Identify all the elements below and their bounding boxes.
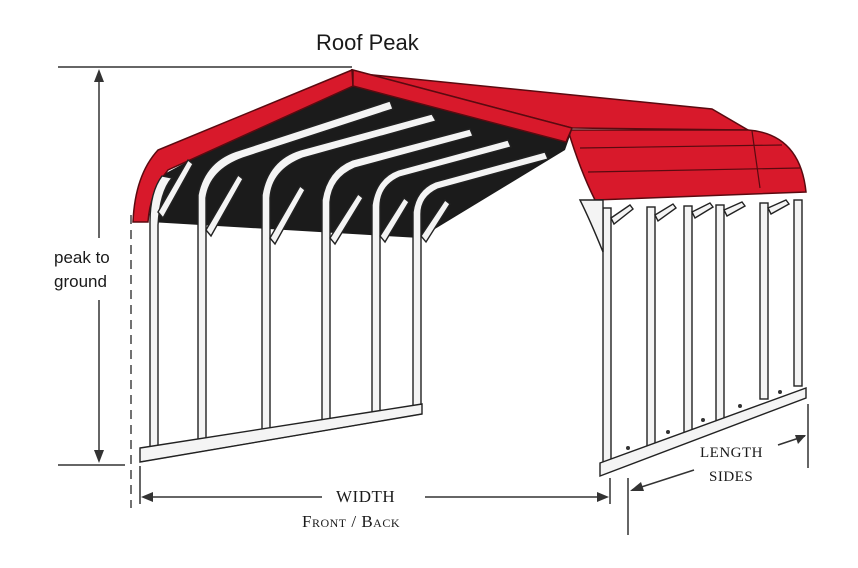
peak-to-ground-dimension	[58, 66, 352, 466]
side-base-rail	[599, 387, 807, 478]
sides-label: SIDES	[709, 469, 754, 485]
roof-front-trim	[352, 69, 574, 143]
front-back-label: Front / Back	[302, 512, 401, 531]
length-dimension	[627, 404, 809, 535]
roof-trusses	[149, 100, 549, 449]
peak-to-ground-label-line2: ground	[54, 272, 107, 291]
front-base-rail	[139, 403, 423, 463]
width-dimension	[139, 466, 611, 504]
peak-to-ground-label-line1: peak to	[54, 248, 110, 267]
length-label: LENGTH	[700, 445, 763, 461]
roof-peak-label: Roof Peak	[316, 30, 419, 55]
side-posts	[578, 199, 803, 466]
roof-right-panel	[566, 129, 807, 201]
width-label: WIDTH	[336, 487, 396, 506]
